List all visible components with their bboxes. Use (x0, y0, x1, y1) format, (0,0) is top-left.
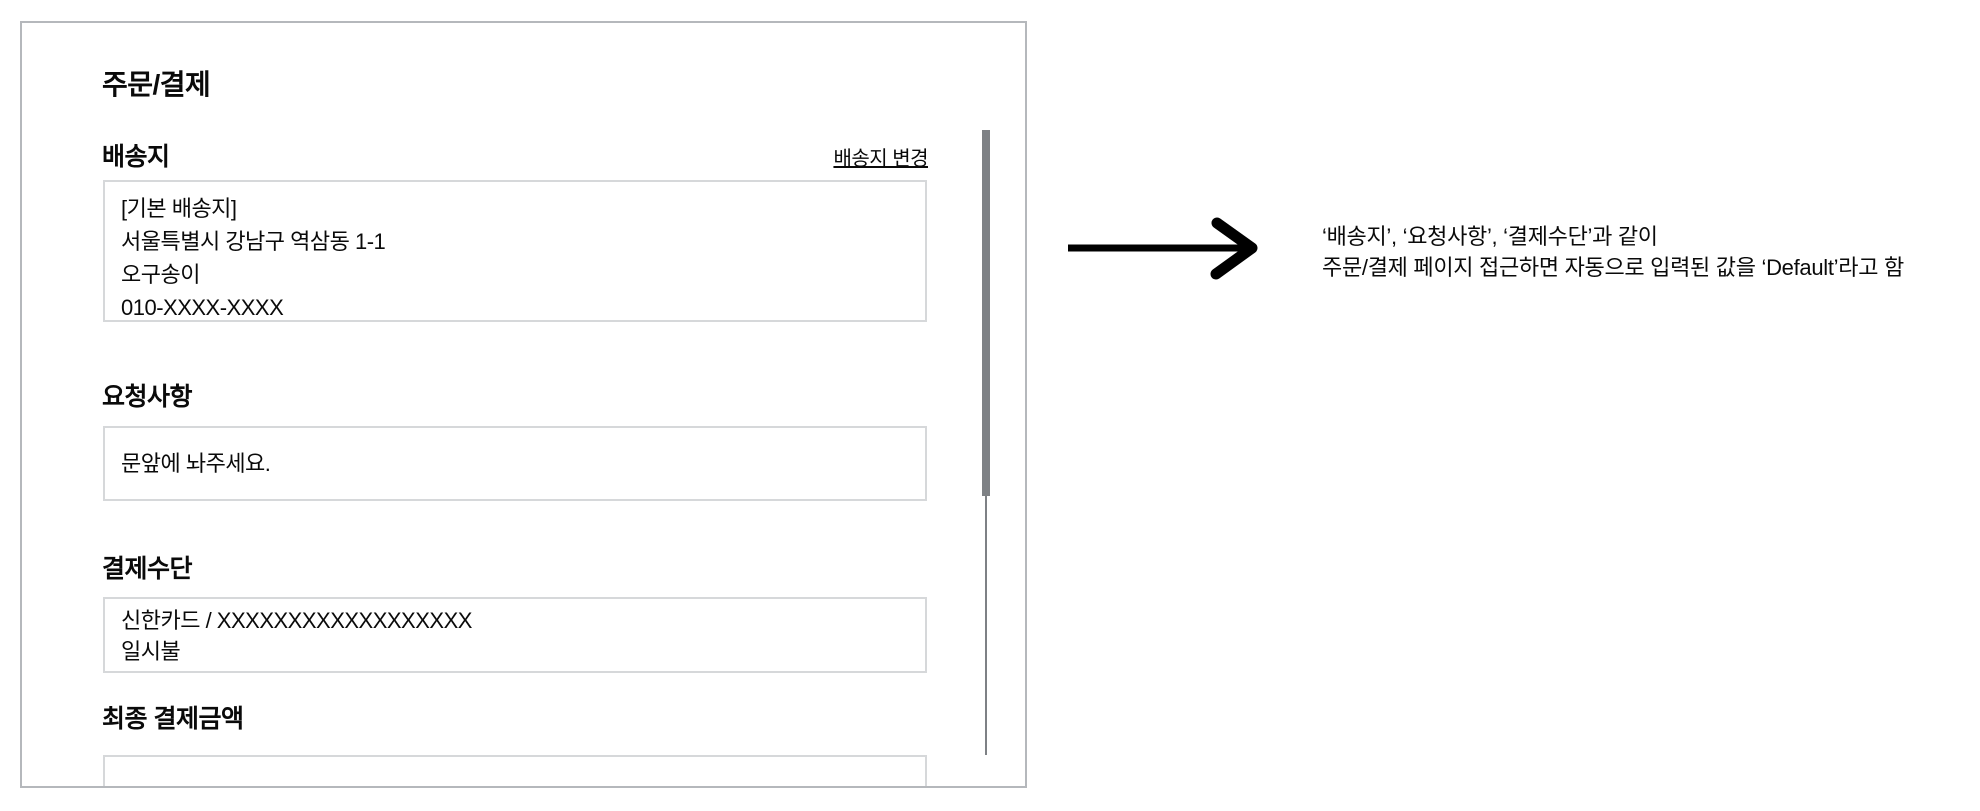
request-section-header: 요청사항 (102, 381, 928, 413)
shipping-line-default-label: [기본 배송지] (121, 196, 237, 221)
payment-line-installment: 일시불 (121, 639, 181, 664)
page-title: 주문/결제 (102, 69, 211, 100)
annotation-arrow-icon (1068, 217, 1258, 280)
payment-section-header: 결제수단 (102, 553, 928, 585)
shipping-line-phone: 010-XXXX-XXXX (121, 295, 284, 320)
shipping-line-recipient: 오구송이 (121, 262, 200, 287)
total-heading: 최종 결제금액 (102, 705, 244, 733)
annotation-line-1: ‘배송지’, ‘요청사항’, ‘결제수단’과 같이 (1322, 224, 1658, 249)
order-payment-panel: 주문/결제 배송지 배송지 변경 [기본 배송지] 서울특별시 강남구 역삼동 … (20, 21, 1027, 788)
request-heading: 요청사항 (102, 383, 193, 411)
payment-heading: 결제수단 (102, 555, 193, 583)
total-section-header: 최종 결제금액 (102, 703, 928, 735)
change-shipping-link[interactable]: 배송지 변경 (833, 148, 928, 170)
request-value: 문앞에 놔주세요. (121, 451, 271, 476)
total-amount-box (103, 755, 927, 786)
annotation-note: ‘배송지’, ‘요청사항’, ‘결제수단’과 같이 주문/결제 페이지 접근하면… (1322, 221, 1904, 283)
annotation-line-2: 주문/결제 페이지 접근하면 자동으로 입력된 값을 ‘Default’라고 함 (1322, 255, 1904, 280)
scrollbar-track (985, 496, 987, 755)
shipping-section-header: 배송지 배송지 변경 (102, 141, 928, 173)
shipping-line-address: 서울특별시 강남구 역삼동 1-1 (121, 229, 386, 254)
scrollbar-thumb[interactable] (982, 130, 990, 496)
payment-line-card: 신한카드 / XXXXXXXXXXXXXXXXXX (121, 608, 472, 633)
shipping-heading: 배송지 (102, 143, 170, 171)
shipping-address-box: [기본 배송지] 서울특별시 강남구 역삼동 1-1 오구송이 010-XXXX… (103, 180, 927, 322)
request-input-box[interactable]: 문앞에 놔주세요. (103, 426, 927, 501)
payment-method-box[interactable]: 신한카드 / XXXXXXXXXXXXXXXXXX 일시불 (103, 597, 927, 673)
